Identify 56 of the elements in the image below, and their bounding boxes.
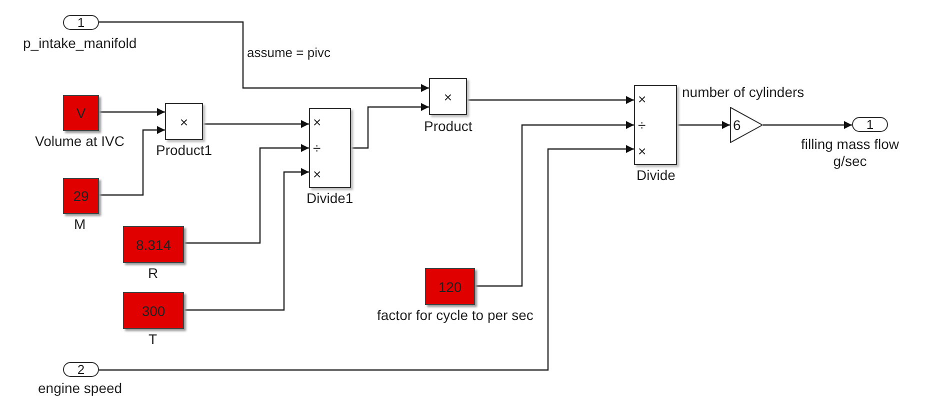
port-number: 1	[866, 118, 874, 132]
block-label: engine speed	[38, 380, 122, 397]
block-label: Product	[424, 118, 472, 135]
product-block	[165, 103, 203, 140]
block-label: p_intake_manifold	[23, 35, 137, 52]
operator-sign: ×	[638, 92, 646, 106]
operator-sign: ×	[313, 167, 322, 181]
block-label: Volume at IVC	[35, 133, 124, 150]
block-label: filling mass flow g/sec	[800, 136, 900, 170]
signal-arrow	[99, 21, 429, 92]
constant-value: 29	[73, 189, 89, 203]
signal-arrow	[184, 168, 309, 311]
signal-arrow	[99, 108, 165, 116]
constant-value: 8.314	[136, 238, 172, 252]
block-label: Divide1	[306, 190, 354, 207]
product-block	[429, 78, 467, 115]
constant-value: 300	[142, 304, 166, 318]
operator-sign: ×	[444, 90, 452, 104]
block-label: number of cylinders	[682, 84, 804, 101]
port-number: 2	[77, 362, 85, 376]
divide-block	[634, 85, 677, 165]
signal-arrow	[467, 96, 634, 104]
constant-block	[63, 95, 99, 131]
divide-block	[309, 108, 351, 188]
signal-arrow	[763, 121, 852, 129]
signal-arrow	[351, 103, 429, 149]
signal-arrow	[184, 144, 309, 244]
signal-arrow	[475, 121, 634, 287]
port-block	[63, 15, 99, 30]
block-label: T	[148, 331, 158, 348]
operator-sign: ×	[180, 114, 188, 128]
block-label: Divide	[636, 167, 676, 184]
signal-arrow	[99, 145, 634, 371]
constant-block	[123, 226, 184, 263]
port-block	[852, 117, 888, 132]
edge-label: assume = pivc	[247, 45, 330, 60]
block-label: M	[74, 216, 86, 233]
signal-arrow	[677, 121, 730, 129]
operator-sign: ×	[313, 115, 322, 129]
operator-sign: ÷	[313, 141, 321, 155]
signal-arrow	[99, 126, 165, 196]
operator-sign: ×	[638, 144, 646, 158]
gain-triangle	[730, 107, 763, 143]
gain-value: 6	[733, 118, 741, 132]
block-label: Product1	[156, 142, 212, 159]
port-number: 1	[77, 16, 85, 30]
operator-sign: ÷	[638, 118, 646, 132]
constant-value: V	[76, 106, 86, 120]
signal-arrow	[203, 120, 309, 128]
constant-block	[123, 292, 184, 329]
block-label: R	[148, 265, 158, 282]
constant-block	[425, 268, 475, 305]
constant-value: 120	[438, 280, 462, 294]
port-block	[63, 362, 99, 377]
constant-block	[63, 178, 99, 214]
block-label: factor for cycle to per sec	[377, 307, 534, 324]
